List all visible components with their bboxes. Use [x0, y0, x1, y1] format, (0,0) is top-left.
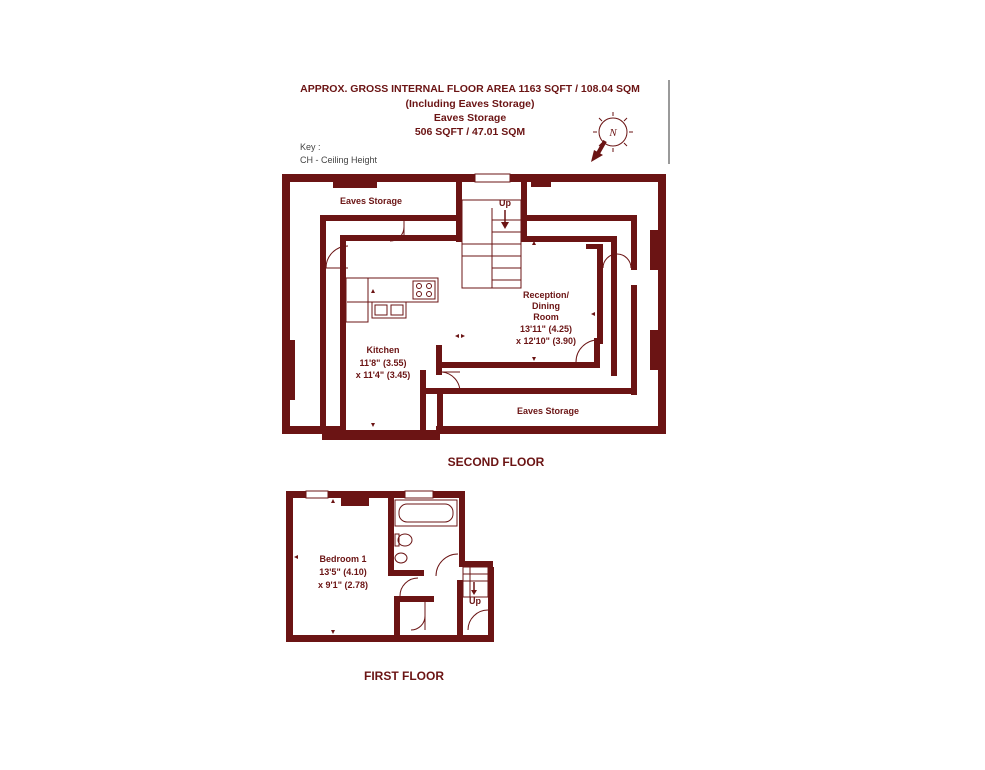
bathtub-icon: [394, 499, 458, 527]
wall: [320, 215, 326, 430]
wall: [631, 285, 637, 395]
window-block: [333, 182, 377, 188]
reception-dimension-1: 13'11" (4.25): [520, 324, 572, 334]
wall: [436, 362, 600, 368]
compass-north-label: N: [608, 127, 617, 139]
wall: [488, 567, 494, 642]
wall: [394, 596, 434, 602]
wall: [611, 236, 617, 376]
first-floor-label: FIRST FLOOR: [364, 669, 444, 683]
window-block: [531, 182, 551, 187]
dimension-markers: [371, 241, 595, 427]
wall: [437, 388, 443, 430]
eaves-storage-bottom-label: Eaves Storage: [517, 406, 579, 416]
wall: [282, 174, 666, 182]
first-floor-doors: [399, 553, 489, 631]
divider-line: [668, 80, 670, 164]
area-header-line3: Eaves Storage: [434, 112, 507, 124]
window-block: [341, 498, 369, 506]
bedroom-dimension-2: x 9'1" (2.78): [318, 580, 368, 590]
kitchen-dimension-2: x 11'4" (3.45): [356, 370, 410, 380]
wall: [594, 338, 600, 368]
wall: [388, 498, 394, 576]
dimension-marker: [331, 630, 335, 634]
reception-dimension-2: x 12'10" (3.90): [516, 336, 576, 346]
wall: [436, 426, 666, 434]
wall: [340, 235, 460, 241]
first-floor-stairs-label: Up: [469, 596, 481, 606]
doors: [325, 221, 632, 393]
wall: [282, 174, 290, 434]
second-floor-stairs-label: Up: [499, 198, 511, 208]
window-block: [650, 230, 658, 270]
wall: [457, 580, 463, 635]
wall: [459, 491, 465, 561]
area-header-line1: APPROX. GROSS INTERNAL FLOOR AREA 1163 S…: [300, 83, 640, 95]
staircase: [461, 199, 522, 289]
wall: [436, 345, 442, 375]
kitchen-name: Kitchen: [366, 345, 399, 355]
compass-icon: N: [591, 112, 633, 162]
wall: [521, 182, 527, 242]
wall: [597, 244, 603, 344]
wall: [340, 235, 346, 430]
area-header-line2: (Including Eaves Storage): [406, 98, 535, 110]
reception-name-line1: Reception/: [523, 290, 570, 300]
second-floor-label: SECOND FLOOR: [448, 455, 545, 469]
wall: [286, 491, 293, 642]
bedroom-dimension-1: 13'5" (4.10): [319, 567, 366, 577]
wall: [527, 236, 617, 242]
wall: [286, 491, 464, 498]
area-header-line4: 506 SQFT / 47.01 SQM: [415, 126, 526, 138]
key-title: Key :: [300, 142, 321, 152]
dimension-marker: [331, 499, 335, 503]
kitchen-units: [345, 277, 439, 323]
wall: [456, 182, 462, 242]
wall: [394, 596, 400, 636]
bedroom-name: Bedroom 1: [319, 554, 366, 564]
wall: [586, 244, 600, 249]
wall: [286, 635, 493, 642]
window-block: [650, 330, 658, 370]
wall: [459, 561, 493, 567]
area-header: APPROX. GROSS INTERNAL FLOOR AREA 1163 S…: [300, 83, 640, 138]
wall: [320, 215, 460, 221]
wall: [527, 215, 637, 221]
eaves-storage-top-label: Eaves Storage: [340, 196, 402, 206]
key-entry: CH - Ceiling Height: [300, 155, 378, 165]
kitchen-dimension-1: 11'8" (3.55): [360, 358, 407, 368]
dimension-marker: [294, 555, 298, 559]
wall: [394, 570, 424, 576]
wall: [282, 426, 342, 434]
reception-name-line3: Room: [533, 312, 559, 322]
wall: [420, 388, 637, 394]
basin-icon: [394, 552, 408, 564]
sink-icon: [371, 301, 407, 319]
first-floor-plan: Bedroom 1 13'5" (4.10) x 9'1" (2.78) Up …: [286, 490, 494, 683]
window-block: [290, 340, 295, 400]
reception-name-line2: Dining: [532, 301, 560, 311]
second-floor-plan: Eaves Storage Up Reception/ Dining Room …: [282, 173, 666, 469]
wall: [420, 370, 426, 430]
hob-icon: [412, 280, 436, 300]
wall: [658, 174, 666, 434]
wall: [631, 215, 637, 270]
wall: [322, 430, 440, 440]
first-floor-staircase: [462, 566, 489, 598]
toilet-icon: [394, 533, 413, 547]
